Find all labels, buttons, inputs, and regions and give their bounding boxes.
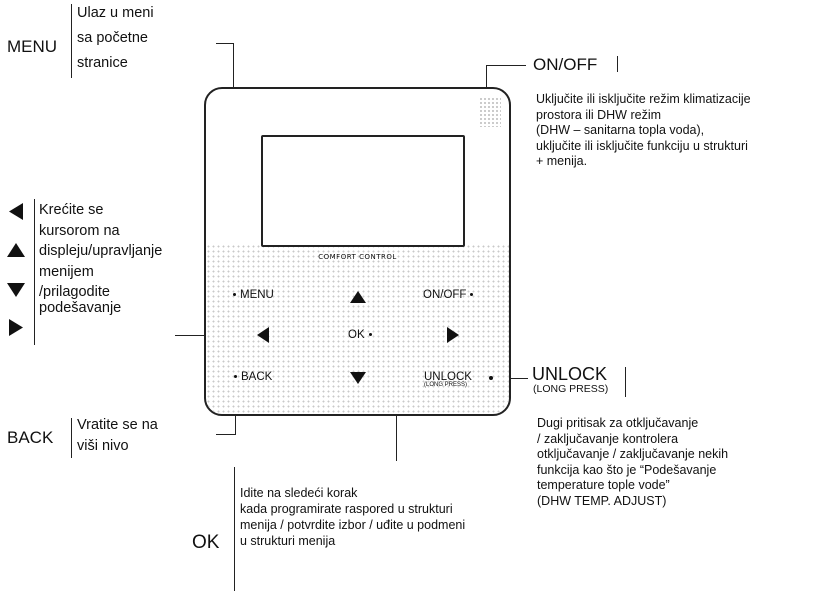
menu-leader	[216, 43, 233, 44]
navigation-desc-line: displeju/upravljanje	[39, 243, 163, 259]
onoff-button-dot	[470, 293, 474, 297]
unlock-leader-dot	[489, 376, 493, 380]
ok-desc-line: u strukturi menija	[240, 534, 336, 548]
menu-desc-line: sa početne	[77, 30, 148, 46]
back-description: Vratite se na viši nivo	[77, 415, 158, 457]
unlock-key-label: UNLOCK	[532, 364, 608, 384]
ok-divider	[234, 467, 235, 591]
ok-button[interactable]: OK	[348, 329, 372, 341]
ok-description: Idite na sledeći korak kada programirate…	[240, 485, 465, 549]
back-desc-line: Vratite se na	[77, 417, 158, 433]
ok-button-label: OK	[348, 329, 365, 341]
navigation-description: Krećite se kursorom na displeju/upravlja…	[39, 200, 162, 318]
right-button-icon[interactable]	[447, 327, 459, 343]
unlock-button-sub: (LONG PRESS)	[424, 382, 468, 388]
unlock-sub-label: (LONG PRESS)	[533, 383, 609, 395]
unlock-desc-line: / zaključavanje kontrolera	[537, 431, 679, 446]
unlock-button[interactable]: UNLOCK (LONG PRESS)	[424, 371, 472, 388]
arrow-down-icon	[7, 283, 25, 297]
device-texture	[206, 244, 509, 414]
menu-button-label: MENU	[240, 289, 274, 301]
onoff-desc-line: prostora ili DHW režim	[536, 107, 662, 122]
unlock-desc-line: temperature tople vode”	[537, 478, 670, 492]
onoff-desc-line: + menija.	[536, 154, 588, 168]
menu-description: Ulaz u meni sa početne stranice	[77, 3, 154, 74]
back-leader	[216, 434, 235, 435]
back-desc-line: viši nivo	[77, 438, 129, 454]
arrow-right-icon	[9, 319, 23, 336]
arrow-up-icon	[7, 243, 25, 257]
ok-key-label: OK	[192, 532, 220, 553]
ok-desc-line: menija / potvrdite izbor / uđite u podme…	[240, 518, 466, 532]
ok-desc-line: Idite na sledeći korak	[240, 486, 358, 500]
navigation-desc-line: Krećite se	[39, 202, 104, 218]
ok-desc-line: kada programirate raspored u strukturi	[240, 502, 453, 516]
back-button[interactable]: BACK	[234, 371, 272, 383]
up-button-icon[interactable]	[350, 291, 366, 303]
unlock-end-mark	[625, 367, 626, 397]
left-button-icon[interactable]	[257, 327, 269, 343]
menu-key-label: MENU	[7, 37, 58, 56]
speaker-grille	[479, 97, 501, 127]
back-key-label: BACK	[7, 428, 54, 447]
onoff-button-label: ON/OFF	[423, 289, 467, 301]
onoff-leader	[486, 65, 526, 66]
controller-device: COMFORT CONTROL MENU ON/OFF OK BACK UNLO…	[204, 87, 511, 416]
brand-label: COMFORT CONTROL	[318, 253, 397, 261]
unlock-desc-line: otključavanje / zaključavanje nekih	[537, 447, 729, 461]
unlock-desc-line: funkcija kao što je “Podešavanje	[537, 462, 717, 477]
navigation-desc-line: menijem	[39, 263, 94, 280]
onoff-desc-line: Uključite ili isključite režim klimatiza…	[536, 92, 751, 106]
arrow-left-icon	[9, 203, 23, 220]
down-button-icon[interactable]	[350, 372, 366, 384]
unlock-desc-line: (DHW TEMP. ADJUST)	[537, 493, 667, 508]
menu-button[interactable]: MENU	[233, 289, 274, 301]
menu-divider	[71, 4, 72, 78]
onoff-description: Uključite ili isključite režim klimatiza…	[536, 92, 751, 170]
navigation-desc-line: podešavanje	[39, 299, 122, 316]
menu-button-dot	[233, 293, 236, 297]
unlock-desc-line: Dugi pritisak za otključavanje	[537, 416, 699, 430]
ok-button-dot	[368, 333, 372, 337]
unlock-description: Dugi pritisak za otključavanje / zaključ…	[537, 416, 728, 509]
menu-desc-line: stranice	[77, 55, 128, 71]
onoff-key-label: ON/OFF	[533, 55, 598, 74]
unlock-button-label: UNLOCK	[424, 371, 472, 383]
menu-desc-line: Ulaz u meni	[77, 5, 154, 21]
navigation-desc-line: kursorom na	[39, 222, 120, 239]
onoff-end-mark	[617, 56, 618, 72]
back-divider	[71, 418, 72, 458]
display-screen	[261, 135, 465, 247]
onoff-desc-line: uključite ili isključite funkciju u stru…	[536, 138, 748, 153]
back-button-dot	[234, 375, 237, 379]
back-button-label: BACK	[241, 371, 273, 383]
navigation-divider	[34, 199, 35, 345]
onoff-button[interactable]: ON/OFF	[423, 289, 474, 301]
navigation-desc-line: /prilagodite	[39, 284, 110, 300]
onoff-desc-line: (DHW – sanitarna topla voda),	[536, 123, 705, 137]
